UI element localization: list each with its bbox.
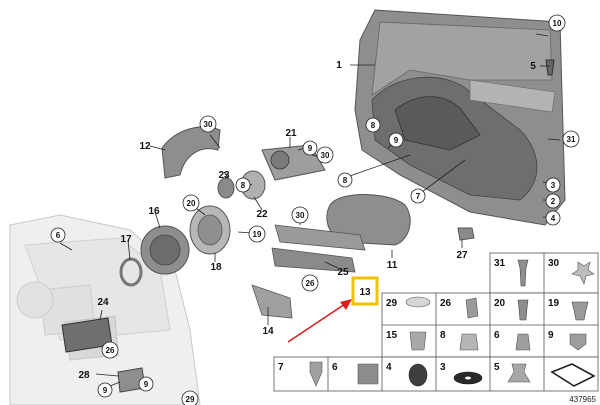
callout-22[interactable]: 22 (256, 209, 268, 220)
highlight-arrow (287, 299, 352, 343)
callout-9d[interactable]: 9 (144, 380, 149, 389)
callout-16[interactable]: 16 (148, 206, 160, 217)
callout-28[interactable]: 28 (78, 370, 90, 381)
callout-25[interactable]: 25 (337, 267, 349, 278)
callout-11[interactable]: 11 (387, 260, 398, 271)
callout-3[interactable]: 3 (551, 181, 556, 190)
armrest-strip-part (274, 224, 366, 251)
grid-label-29: 29 (386, 298, 398, 309)
callout-24[interactable]: 24 (97, 297, 109, 308)
grid-label-31: 31 (494, 258, 506, 269)
callout-8a[interactable]: 8 (371, 121, 376, 130)
grid-label-19: 19 (548, 298, 560, 309)
callout-26a[interactable]: 26 (306, 279, 315, 288)
grid-label-6: 6 (332, 362, 338, 373)
callout-7[interactable]: 7 (416, 192, 421, 201)
callout-10[interactable]: 10 (553, 19, 562, 28)
grid-label-30: 30 (548, 258, 560, 269)
clip-part (457, 227, 475, 241)
callout-8b[interactable]: 8 (343, 176, 348, 185)
callout-1[interactable]: 1 (336, 60, 342, 71)
callout-20[interactable]: 20 (187, 199, 196, 208)
callout-4[interactable]: 4 (551, 214, 556, 223)
callout-26b[interactable]: 26 (106, 346, 115, 355)
callout-31[interactable]: 31 (567, 135, 576, 144)
highlight-box (351, 276, 379, 306)
callout-29[interactable]: 29 (186, 395, 195, 404)
tweeter-part (217, 170, 266, 200)
callout-30a[interactable]: 30 (204, 120, 213, 129)
grid-label-26: 26 (440, 298, 452, 309)
grid-label-5: 5 (494, 362, 500, 373)
callout-9a[interactable]: 9 (394, 136, 399, 145)
circle-markers (50, 14, 580, 405)
grid-label-4: 4 (386, 362, 392, 373)
screw-part (545, 59, 555, 76)
callout-8c[interactable]: 8 (241, 181, 246, 190)
grid-label-8: 8 (440, 330, 446, 341)
callout-19[interactable]: 19 (253, 230, 262, 239)
speaker-grille-part (140, 225, 190, 275)
callout-12[interactable]: 12 (139, 141, 151, 152)
callout-27[interactable]: 27 (456, 250, 468, 261)
bezel-part (161, 126, 221, 179)
speaker-part (189, 205, 231, 255)
door-trim-panel (354, 9, 566, 226)
grid-label-20: 20 (494, 298, 506, 309)
callout-13[interactable]: 13 (359, 287, 371, 298)
grid-label-15: 15 (386, 330, 398, 341)
grab-handle-part (326, 194, 411, 246)
diagram-number: 437965 (569, 395, 596, 404)
callout-5[interactable]: 5 (530, 61, 536, 72)
grid-label-6-mid: 6 (494, 330, 500, 341)
grid-label-9: 9 (548, 330, 554, 341)
callout-2[interactable]: 2 (551, 197, 556, 206)
callout-17[interactable]: 17 (120, 234, 132, 245)
trim-strip-part (251, 284, 293, 319)
callout-6[interactable]: 6 (56, 231, 61, 240)
ring-part (119, 257, 143, 287)
callout-18[interactable]: 18 (210, 262, 222, 273)
callout-30b[interactable]: 30 (321, 151, 330, 160)
callout-14[interactable]: 14 (262, 326, 274, 337)
parts-grid (273, 252, 599, 392)
callout-9c[interactable]: 9 (103, 386, 108, 395)
callout-23[interactable]: 23 (218, 170, 230, 181)
grid-label-7: 7 (278, 362, 284, 373)
callout-30c[interactable]: 30 (296, 211, 305, 220)
callout-9b[interactable]: 9 (308, 144, 313, 153)
callout-21[interactable]: 21 (285, 128, 297, 139)
grid-label-3: 3 (440, 362, 446, 373)
